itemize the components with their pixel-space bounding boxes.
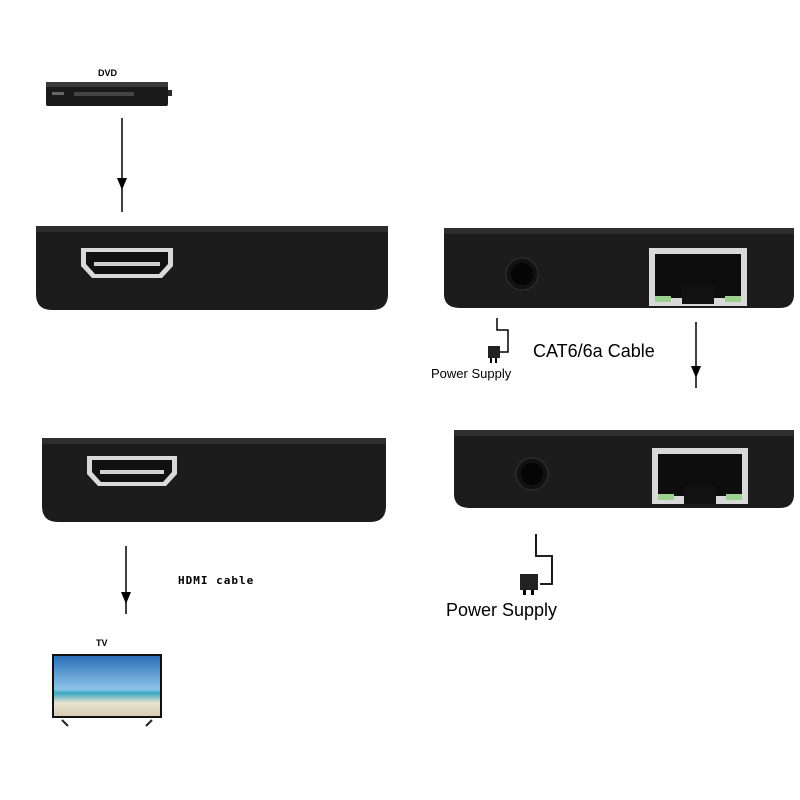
dc-power-jack-icon (505, 257, 539, 291)
dvd-label: DVD (98, 68, 118, 78)
receiver-network-side (454, 430, 794, 508)
rj45-port-icon (652, 448, 748, 504)
power-plug-top-icon (488, 318, 509, 363)
dc-power-jack-icon (515, 457, 549, 491)
power-supply-bottom-label: Power Supply (446, 600, 558, 620)
arrow-dvd-to-transmitter (117, 118, 127, 212)
cat-cable-label: CAT6/6a Cable (533, 341, 655, 361)
hdmi-port-icon (81, 248, 173, 278)
power-supply-top-label: Power Supply (431, 366, 512, 381)
receiver-hdmi-side (42, 438, 386, 522)
hdmi-port-icon (87, 456, 177, 486)
hdmi-cable-label: HDMI cable (178, 574, 255, 587)
power-plug-bottom-icon (520, 534, 553, 595)
television (52, 654, 162, 727)
tv-label: TV (96, 638, 108, 648)
arrow-cat-cable (691, 322, 701, 388)
transmitter-network-side (444, 228, 794, 308)
dvd-player (46, 82, 172, 106)
arrow-receiver-to-tv (121, 546, 131, 614)
transmitter-hdmi-side (36, 226, 388, 310)
rj45-port-icon (649, 248, 747, 306)
